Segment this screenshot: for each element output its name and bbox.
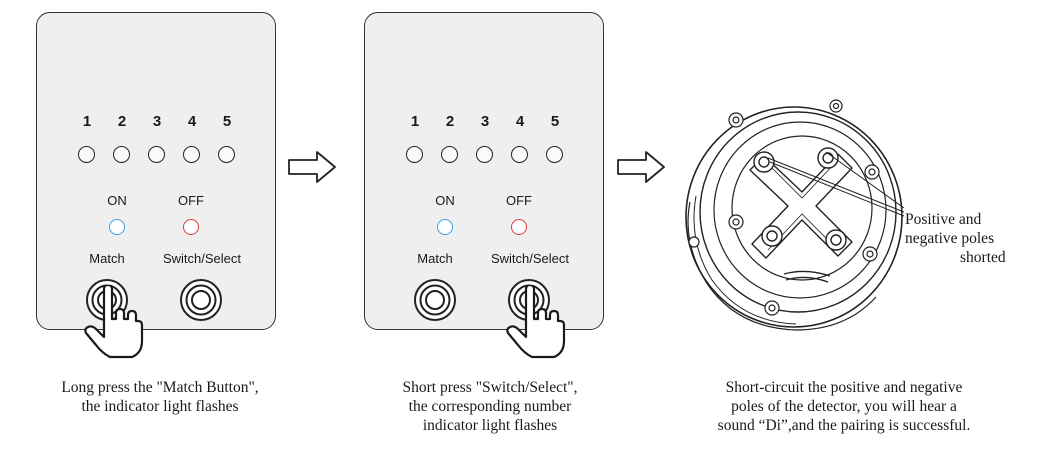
- switch-select-button-label: Switch/Select: [490, 251, 570, 266]
- detector-illustration: [685, 99, 905, 331]
- channel-led-5: [218, 146, 235, 163]
- channel-led-3: [476, 146, 493, 163]
- step2-caption-line1: Short press "Switch/Select",: [402, 379, 578, 396]
- poles-shorted-annotation: Positive and negative poles shorted: [905, 210, 1006, 267]
- channel-number-5: 5: [222, 113, 232, 130]
- switch-select-button-label: Switch/Select: [162, 251, 242, 266]
- channel-led-1: [78, 146, 95, 163]
- step3-caption-line1: Short-circuit the positive and negative: [725, 379, 963, 396]
- on-label: ON: [435, 193, 455, 208]
- controller-panel-step2: 1 2 3 4 5 ON OFF Match Switch/Select: [364, 12, 604, 330]
- off-indicator-light: [183, 219, 199, 235]
- channel-led-4: [511, 146, 528, 163]
- step1-caption-line2: the indicator light flashes: [81, 398, 239, 415]
- pressing-hand-icon: [506, 285, 566, 359]
- pressing-hand-icon: [84, 285, 144, 359]
- channel-number-5: 5: [550, 113, 560, 130]
- off-indicator-light: [511, 219, 527, 235]
- step1-caption: Long press the "Match Button", the indic…: [0, 378, 320, 416]
- channel-number-3: 3: [480, 113, 490, 130]
- channel-number-3: 3: [152, 113, 162, 130]
- channel-number-2: 2: [445, 113, 455, 130]
- on-indicator-light: [109, 219, 125, 235]
- channel-number-4: 4: [187, 113, 197, 130]
- channel-led-4: [183, 146, 200, 163]
- match-button-label: Match: [89, 251, 125, 266]
- poles-label-line2: negative poles: [905, 230, 995, 247]
- arrow-right-icon: [617, 151, 665, 183]
- step3-caption-line3: sound “Di”,and the pairing is successful…: [717, 417, 971, 434]
- step3-caption-line2: poles of the detector, you will hear a: [731, 398, 957, 415]
- channel-led-3: [148, 146, 165, 163]
- step2-caption-line2: the corresponding number: [408, 398, 572, 415]
- channel-number-2: 2: [117, 113, 127, 130]
- poles-label-line1: Positive and: [905, 211, 982, 228]
- match-button[interactable]: [413, 278, 457, 322]
- off-label: OFF: [506, 193, 532, 208]
- channel-led-2: [441, 146, 458, 163]
- channel-number-1: 1: [82, 113, 92, 130]
- step2-caption: Short press "Switch/Select", the corresp…: [330, 378, 650, 435]
- channel-led-2: [113, 146, 130, 163]
- step3-caption: Short-circuit the positive and negative …: [650, 378, 1038, 435]
- controller-panel-step1: 1 2 3 4 5 ON OFF Match Switch/Select: [36, 12, 276, 330]
- switch-select-button[interactable]: [179, 278, 223, 322]
- off-label: OFF: [178, 193, 204, 208]
- channel-number-1: 1: [410, 113, 420, 130]
- on-indicator-light: [437, 219, 453, 235]
- step2-caption-line3: indicator light flashes: [422, 417, 558, 434]
- channel-led-1: [406, 146, 423, 163]
- match-button-label: Match: [417, 251, 453, 266]
- channel-led-5: [546, 146, 563, 163]
- step1-caption-line1: Long press the "Match Button",: [61, 379, 259, 396]
- poles-label-line3: shorted: [960, 249, 1006, 266]
- channel-number-4: 4: [515, 113, 525, 130]
- arrow-right-icon: [288, 151, 336, 183]
- on-label: ON: [107, 193, 127, 208]
